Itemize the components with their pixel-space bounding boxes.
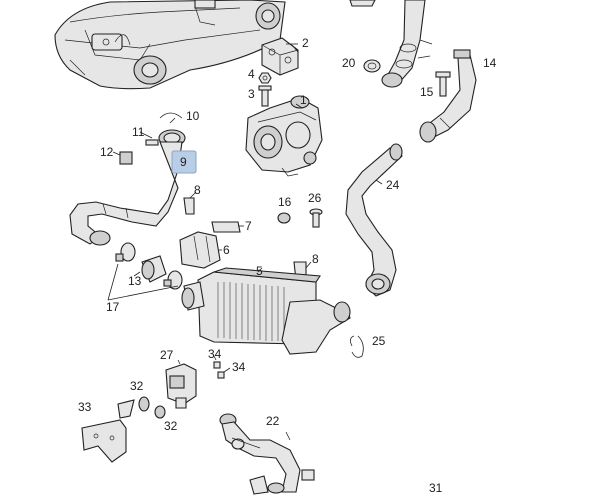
callout-33[interactable]: 33	[78, 400, 92, 414]
part-11-screw	[139, 131, 159, 146]
callout-31[interactable]: 31	[429, 481, 443, 495]
part-6-bracket	[179, 231, 222, 269]
callout-22[interactable]: 22	[266, 414, 280, 428]
part-26-bolt	[309, 208, 323, 228]
car-illustration	[54, 0, 286, 90]
callout-8-lower[interactable]: 8	[312, 252, 319, 266]
part-17-clamp-lower	[163, 270, 183, 290]
callout-34-upper[interactable]: 34	[208, 347, 222, 361]
part-13-connector-hose	[141, 255, 167, 283]
callout-13[interactable]: 13	[128, 274, 142, 288]
callout-27[interactable]: 27	[160, 348, 174, 362]
callout-9-highlight	[171, 150, 197, 174]
part-7-strap	[211, 221, 244, 233]
callout-34-lower[interactable]: 34	[232, 360, 246, 374]
part-25-snap-ring	[350, 335, 364, 358]
callout-26[interactable]: 26	[308, 191, 322, 205]
callout-32-upper[interactable]: 32	[130, 379, 144, 393]
part-14-pipe	[419, 49, 477, 143]
callout-3[interactable]: 3	[248, 87, 255, 101]
part-16-grommet	[277, 212, 291, 224]
callout-labels: 2 4 3 1 20 14 15 10 11 12 9 24 8 16 26 7…	[78, 36, 497, 495]
callout-16[interactable]: 16	[278, 195, 292, 209]
part-32-fitting-a	[138, 396, 150, 412]
callout-24[interactable]: 24	[386, 178, 400, 192]
part-17-clamp-upper	[115, 242, 136, 262]
part-34-screw-b	[217, 367, 231, 379]
callout-1[interactable]: 1	[300, 93, 307, 107]
callout-6[interactable]: 6	[223, 243, 230, 257]
callout-8-upper[interactable]: 8	[194, 183, 201, 197]
callout-14[interactable]: 14	[483, 56, 497, 70]
part-2-bracket	[261, 37, 299, 76]
callout-5[interactable]: 5	[256, 264, 263, 278]
hose-upper-right	[349, 0, 433, 88]
part-5-intercooler	[181, 267, 351, 355]
callout-17[interactable]: 17	[106, 300, 120, 314]
part-20-clamp	[363, 59, 381, 73]
part-9-intake-pipe	[69, 129, 186, 246]
callout-10[interactable]: 10	[186, 109, 200, 123]
part-4-nut	[258, 72, 272, 84]
part-34-screw-a	[213, 355, 221, 369]
callout-2[interactable]: 2	[302, 36, 309, 50]
part-31-fitting	[249, 475, 285, 495]
leader-lines	[107, 43, 383, 301]
part-27-sensor	[165, 359, 197, 409]
callout-25[interactable]: 25	[372, 334, 386, 348]
part-32-fitting-b	[154, 405, 166, 419]
part-22-pipe	[219, 413, 315, 493]
callout-32-lower[interactable]: 32	[164, 419, 178, 433]
part-10-circlip	[159, 112, 183, 119]
part-12-clip	[112, 151, 133, 165]
part-24-hose	[345, 143, 403, 297]
part-8-bracket-upper	[183, 191, 197, 215]
part-1-valve-housing	[245, 95, 323, 177]
callout-9[interactable]: 9	[180, 155, 187, 169]
callout-20[interactable]: 20	[342, 56, 356, 70]
callout-15[interactable]: 15	[420, 85, 434, 99]
callout-11[interactable]: 11	[132, 125, 145, 139]
part-3-bolt	[258, 85, 272, 107]
callout-12[interactable]: 12	[100, 145, 114, 159]
part-15-bolt	[435, 71, 451, 97]
part-33-bracket	[81, 399, 135, 463]
callout-7[interactable]: 7	[245, 219, 252, 233]
callout-4[interactable]: 4	[248, 67, 255, 81]
